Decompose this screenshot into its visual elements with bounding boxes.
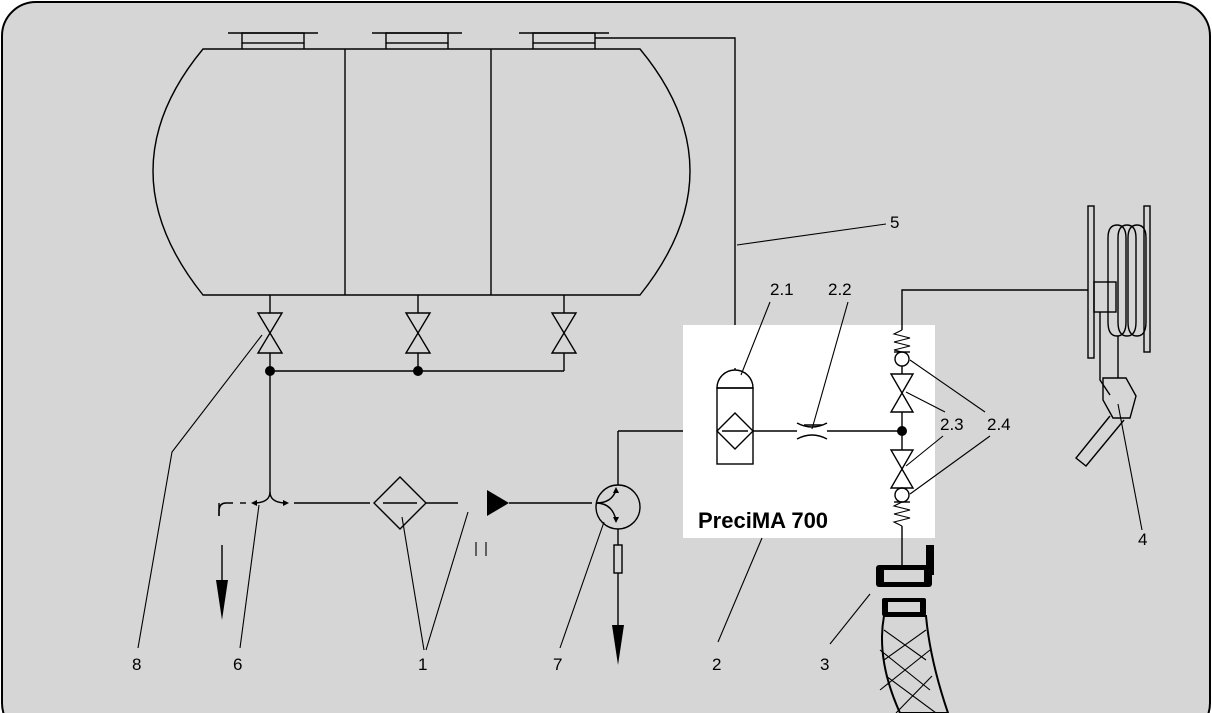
callout-6: 6: [233, 655, 242, 674]
leader-lines: [137, 223, 1143, 651]
three-way-valve-icon: [240, 491, 370, 506]
spring-icon: [892, 329, 911, 353]
callout-3: 3: [820, 655, 829, 674]
valve-icon: [889, 449, 915, 489]
callout-1: 1: [418, 655, 427, 674]
callout-2-3: 2.3: [940, 415, 964, 434]
tank: [152, 48, 691, 296]
spring-icon: [892, 501, 911, 565]
callout-2-4: 2.4: [987, 415, 1011, 434]
gas-separator: [716, 368, 754, 465]
callout-4: 4: [1138, 530, 1147, 549]
hose-coupling-icon: [876, 545, 950, 713]
junction-dot: [413, 366, 423, 376]
drain-outlet: [216, 502, 233, 620]
pump-icon: [475, 490, 592, 556]
vapour-return-line: [595, 37, 736, 368]
hose-reel-icon: [1087, 205, 1151, 396]
manhole-2: [372, 32, 462, 49]
filter-icon: [373, 476, 458, 530]
unit-label: PreciMA 700: [698, 508, 828, 533]
valve-icon: [550, 295, 578, 371]
callout-2-1: 2.1: [770, 280, 794, 299]
callout-8: 8: [132, 655, 141, 674]
filter-icon: [716, 412, 754, 450]
callout-2: 2: [712, 655, 721, 674]
callout-5: 5: [890, 213, 899, 232]
sight-glass-icon: [612, 544, 624, 665]
nozzle-icon: [1075, 377, 1137, 467]
callout-7: 7: [553, 655, 562, 674]
callout-2-2: 2.2: [828, 280, 852, 299]
valve-icon: [889, 366, 915, 450]
manhole-1: [228, 32, 318, 49]
outlet-line: [901, 289, 1088, 330]
